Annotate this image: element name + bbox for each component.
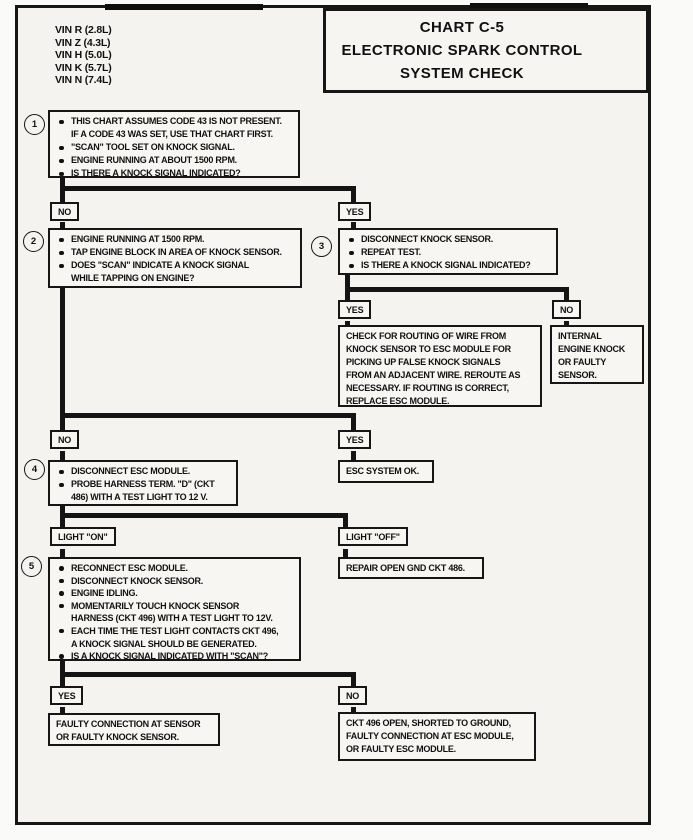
connector-step3-yes-stub: [345, 292, 350, 301]
terminal-faulty-sensor: FAULTY CONNECTION AT SENSOR OR FAULTY KN…: [48, 713, 220, 746]
bullet-text: ENGINE RUNNING AT ABOUT 1500 RPM.: [56, 154, 294, 167]
connector-step1-no-stub: [60, 191, 65, 202]
bullet-text: IS THERE A KNOCK SIGNAL INDICATED?: [346, 259, 552, 272]
connector-yes-to-esc-ok: [351, 451, 356, 460]
step-3-box: DISCONNECT KNOCK SENSOR. REPEAT TEST. IS…: [338, 228, 558, 275]
connector-step5-no-stub: [351, 677, 356, 687]
connector-no-to-step4: [60, 451, 65, 460]
connector-yes-to-routing: [345, 321, 350, 326]
branch-label-no: NO: [50, 430, 80, 449]
step-2-box: ENGINE RUNNING AT 1500 RPM. TAP ENGINE B…: [48, 228, 302, 288]
branch-label-yes: YES: [338, 430, 372, 449]
bullet-text: IS A KNOCK SIGNAL INDICATED WITH "SCAN"?: [56, 650, 295, 663]
bullet-text: DISCONNECT KNOCK SENSOR.: [56, 575, 295, 588]
chart-subtitle: ELECTRONIC SPARK CONTROL: [341, 42, 583, 59]
branch-label-light-off: LIGHT "OFF": [338, 527, 408, 546]
bullet-text: ENGINE IDLING.: [56, 587, 295, 600]
scan-mark: [105, 4, 263, 10]
connector-light-on-to-step5: [60, 549, 65, 557]
connector-step3-split: [345, 287, 569, 292]
bullet-text: EACH TIME THE TEST LIGHT CONTACTS CKT 49…: [56, 625, 295, 650]
connector-no-to-ckt: [351, 707, 356, 713]
bullet-text: ENGINE RUNNING AT 1500 RPM.: [56, 233, 296, 246]
connector-step5-split: [60, 672, 356, 677]
bullet-text: DISCONNECT KNOCK SENSOR.: [346, 233, 552, 246]
connector-step2-yes-stub: [351, 418, 356, 431]
chart-title: CHART C-5: [419, 19, 505, 36]
connector-light-on-stub: [60, 518, 65, 528]
connector-light-off-to-repair: [343, 549, 348, 557]
bullet-text: TAP ENGINE BLOCK IN AREA OF KNOCK SENSOR…: [56, 246, 296, 259]
step-4-box: DISCONNECT ESC MODULE. PROBE HARNESS TER…: [48, 460, 238, 506]
connector-step4-down: [60, 505, 65, 518]
step-number-2: 2: [23, 231, 44, 252]
connector-step5-down: [60, 660, 65, 674]
bullet-text: DISCONNECT ESC MODULE.: [56, 465, 232, 478]
terminal-esc-system-ok: ESC SYSTEM OK.: [338, 460, 434, 483]
bullet-text: PROBE HARNESS TERM. "D" (CKT 486) WITH A…: [56, 478, 232, 504]
step-number-1: 1: [24, 114, 45, 135]
connector-step3-no-stub: [564, 292, 569, 301]
branch-label-no: NO: [50, 202, 80, 221]
step-number-3: 3: [311, 236, 332, 257]
connector-step5-yes-stub: [60, 677, 65, 687]
vin-list: VIN R (2.8L) VIN Z (4.3L) VIN H (5.0L) V…: [55, 24, 112, 87]
terminal-check-routing: CHECK FOR ROUTING OF WIRE FROM KNOCK SEN…: [338, 325, 542, 407]
branch-label-yes: YES: [338, 300, 372, 319]
step-number-5: 5: [21, 556, 42, 577]
step-number-4: 4: [24, 459, 45, 480]
branch-label-light-on: LIGHT "ON": [50, 527, 116, 546]
connector-light-off-stub: [343, 518, 348, 528]
connector-step1-yes-stub: [351, 191, 356, 202]
step-5-box: RECONNECT ESC MODULE. DISCONNECT KNOCK S…: [48, 557, 301, 661]
chart-title-box: CHART C-5 ELECTRONIC SPARK CONTROL SYSTE…: [323, 8, 649, 93]
scan-mark: [470, 3, 588, 10]
bullet-text: RECONNECT ESC MODULE.: [56, 562, 295, 575]
branch-label-yes: YES: [338, 202, 372, 221]
connector-no-to-internal: [564, 321, 569, 326]
chart-subtitle2: SYSTEM CHECK: [400, 65, 524, 82]
connector-step2-split: [60, 413, 356, 418]
bullet-text: MOMENTARILY TOUCH KNOCK SENSOR HARNESS (…: [56, 600, 295, 625]
connector-step1-down: [60, 178, 65, 190]
connector-yes-to-faulty: [60, 707, 65, 713]
terminal-internal-knock: INTERNAL ENGINE KNOCK OR FAULTY SENSOR.: [550, 325, 644, 384]
connector-no-to-step2: [60, 222, 65, 229]
terminal-repair-gnd: REPAIR OPEN GND CKT 486.: [338, 557, 484, 579]
connector-step3-down: [345, 274, 350, 291]
step-1-box: THIS CHART ASSUMES CODE 43 IS NOT PRESEN…: [48, 110, 300, 178]
bullet-text: THIS CHART ASSUMES CODE 43 IS NOT PRESEN…: [56, 115, 294, 141]
connector-step1-split: [60, 186, 356, 191]
bullet-text: "SCAN" TOOL SET ON KNOCK SIGNAL.: [56, 141, 294, 154]
connector-yes-to-step3: [351, 222, 356, 229]
branch-label-no: NO: [552, 300, 582, 319]
bullet-text: REPEAT TEST.: [346, 246, 552, 259]
bullet-text: IS THERE A KNOCK SIGNAL INDICATED?: [56, 167, 294, 180]
branch-label-no: NO: [338, 686, 368, 705]
terminal-ckt-496-open: CKT 496 OPEN, SHORTED TO GROUND, FAULTY …: [338, 712, 536, 761]
branch-label-yes: YES: [50, 686, 84, 705]
connector-step4-split: [60, 513, 348, 518]
connector-step2-no-stub: [60, 418, 65, 431]
bullet-text: DOES "SCAN" INDICATE A KNOCK SIGNAL WHIL…: [56, 259, 296, 285]
connector-step2-long-down: [60, 287, 65, 418]
